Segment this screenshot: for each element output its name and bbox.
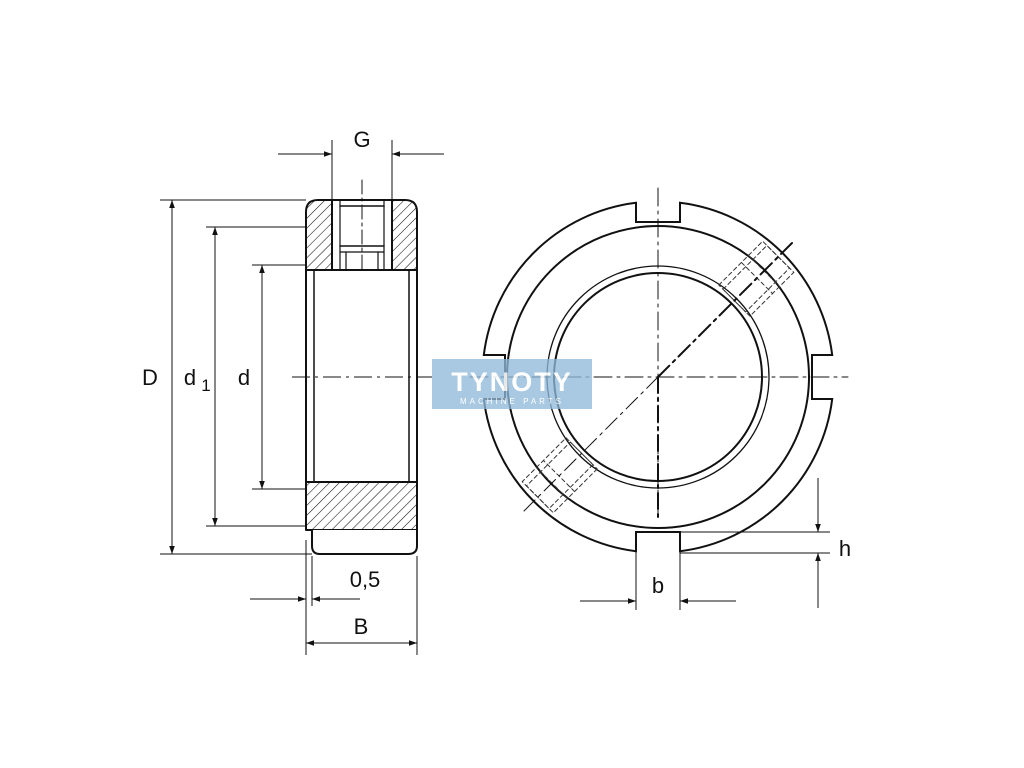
label-d1: d (184, 365, 196, 390)
label-d: d (238, 365, 250, 390)
label-offset: 0,5 (350, 567, 381, 592)
section-top-left-hatch (305, 199, 333, 271)
label-G: G (353, 127, 370, 152)
section-view (305, 179, 418, 555)
section-bottom-hatch (305, 481, 418, 531)
front-view (469, 187, 849, 553)
outer-contour-with-slots (482, 201, 834, 553)
diagonal-center-line (657, 242, 793, 378)
label-D: D (142, 365, 158, 390)
label-B: B (354, 614, 369, 639)
label-d1-subscript: 1 (201, 376, 210, 395)
front-dimensions (580, 478, 830, 610)
section-top-right-hatch (391, 199, 418, 271)
side-dimensions (160, 140, 444, 655)
watermark-sub-text: MACHINE PARTS (460, 397, 564, 406)
watermark-main-text: TYNOTY (451, 367, 573, 397)
label-h: h (839, 536, 851, 561)
watermark-logo: TYNOTY MACHINE PARTS (432, 359, 592, 409)
section-bore (305, 269, 418, 483)
label-b: b (652, 573, 664, 598)
section-bottom-flange (311, 529, 418, 555)
